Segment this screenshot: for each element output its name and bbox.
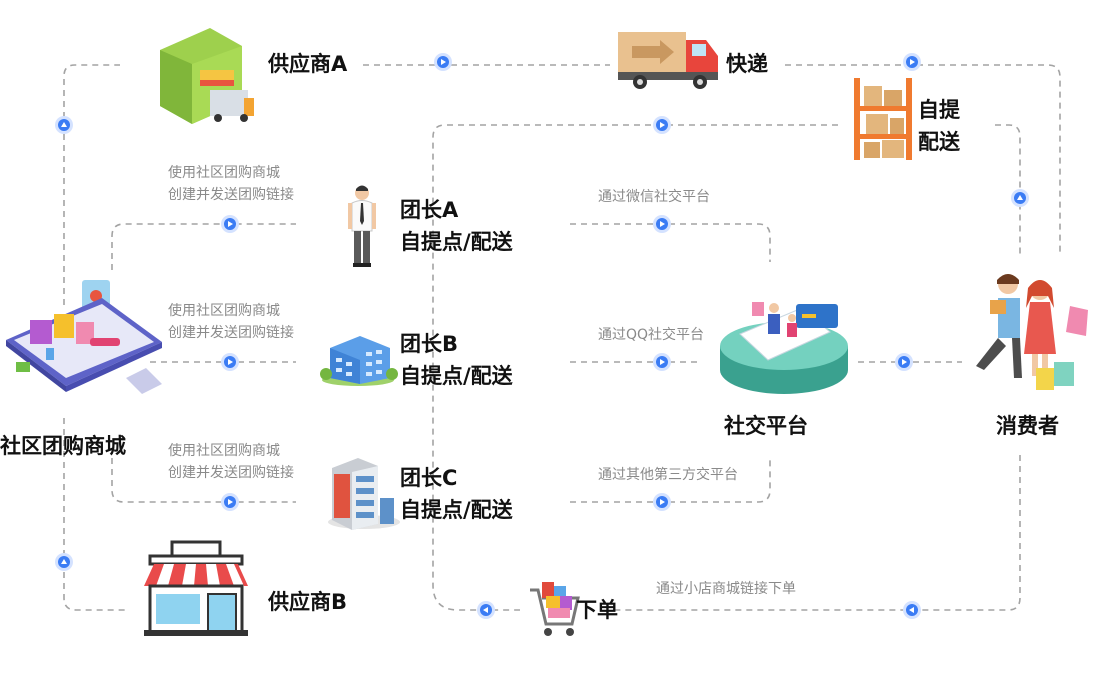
- warehouse-truck-icon: [160, 28, 254, 124]
- order-label: 下单: [576, 598, 618, 622]
- office-building-icon: [320, 336, 398, 386]
- storefront-icon: [144, 540, 248, 636]
- arrow-dot-right-icon: [895, 353, 913, 371]
- line-consumer-to-order: [610, 455, 1021, 611]
- line-mall-to-supplier-a: [63, 64, 120, 305]
- note-line-2: 创建并发送团购链接: [168, 465, 294, 481]
- arrow-dot-right-icon: [653, 215, 671, 233]
- supplier-b-label: 供应商B: [268, 590, 348, 614]
- arrow-dot-right-icon: [653, 353, 671, 371]
- arrow-dot-right-icon: [221, 353, 239, 371]
- note-line-1: 使用社区团购商城: [168, 303, 280, 319]
- direction-markers: [55, 53, 1029, 619]
- self-pickup-line-1: 自提: [918, 98, 960, 122]
- shopping-cart-icon: [530, 582, 580, 636]
- leader-a-label: 团长A 自提点/配送: [400, 194, 513, 258]
- note-line-1: 使用社区团购商城: [168, 165, 280, 181]
- note-line-1: 使用社区团购商城: [168, 443, 280, 459]
- arrow-dot-right-icon: [653, 493, 671, 511]
- leader-c-label: 团长C 自提点/配送: [400, 462, 513, 526]
- express-label: 快递: [726, 52, 768, 76]
- connector-lines: [63, 64, 1061, 611]
- arrow-dot-right-icon: [221, 215, 239, 233]
- arrow-dot-up-icon: [55, 116, 73, 134]
- note-line-2: 创建并发送团购链接: [168, 187, 294, 203]
- note-mini-store: 通过小店商城链接下单: [656, 581, 796, 597]
- arrow-dot-right-icon: [221, 493, 239, 511]
- line-leader-c-to-platform: [570, 458, 771, 503]
- line-pickup-to-consumer: [995, 124, 1021, 258]
- tower-building-icon: [328, 458, 400, 530]
- mobile-shop-icon: [6, 280, 162, 394]
- self-pickup-label: 自提 配送: [918, 94, 960, 158]
- leader-b-label: 团长B 自提点/配送: [400, 328, 513, 392]
- note-line-2: 创建并发送团购链接: [168, 325, 294, 341]
- leader-b-role: 自提点/配送: [400, 364, 513, 388]
- leader-a-title: 团长A: [400, 198, 459, 222]
- note-mall-to-leader-a: 使用社区团购商城 创建并发送团购链接: [168, 162, 294, 206]
- social-platform-icon: [720, 302, 848, 394]
- delivery-truck-icon: [618, 32, 718, 89]
- leader-c-title: 团长C: [400, 466, 458, 490]
- arrow-dot-up-icon: [1011, 189, 1029, 207]
- leader-c-role: 自提点/配送: [400, 498, 513, 522]
- mall-label: 社区团购商城: [0, 434, 126, 458]
- leader-a-role: 自提点/配送: [400, 230, 513, 254]
- note-mall-to-leader-c: 使用社区团购商城 创建并发送团购链接: [168, 440, 294, 484]
- line-leader-a-to-platform: [570, 223, 771, 262]
- arrow-dot-up-icon: [55, 553, 73, 571]
- note-other-platform: 通过其他第三方交平台: [598, 467, 738, 483]
- note-wechat: 通过微信社交平台: [598, 189, 710, 205]
- social-platform-label: 社交平台: [724, 414, 808, 438]
- self-pickup-line-2: 配送: [918, 130, 960, 154]
- leader-b-title: 团长B: [400, 332, 459, 356]
- arrow-dot-right-icon: [653, 116, 671, 134]
- shelf-boxes-icon: [854, 78, 912, 160]
- arrow-dot-left-icon: [903, 601, 921, 619]
- arrow-dot-right-icon: [434, 53, 452, 71]
- note-mall-to-leader-b: 使用社区团购商城 创建并发送团购链接: [168, 300, 294, 344]
- supplier-a-label: 供应商A: [268, 52, 348, 76]
- line-mall-to-supplier-b: [63, 418, 128, 611]
- line-mall-to-leader-a: [111, 223, 296, 270]
- note-qq: 通过QQ社交平台: [598, 327, 705, 343]
- arrow-dot-right-icon: [903, 53, 921, 71]
- consumer-label: 消费者: [996, 414, 1059, 438]
- line-pickup-to-leaders: [432, 124, 838, 611]
- arrow-dot-left-icon: [477, 601, 495, 619]
- shoppers-icon: [976, 274, 1088, 390]
- businessman-icon: [348, 185, 376, 267]
